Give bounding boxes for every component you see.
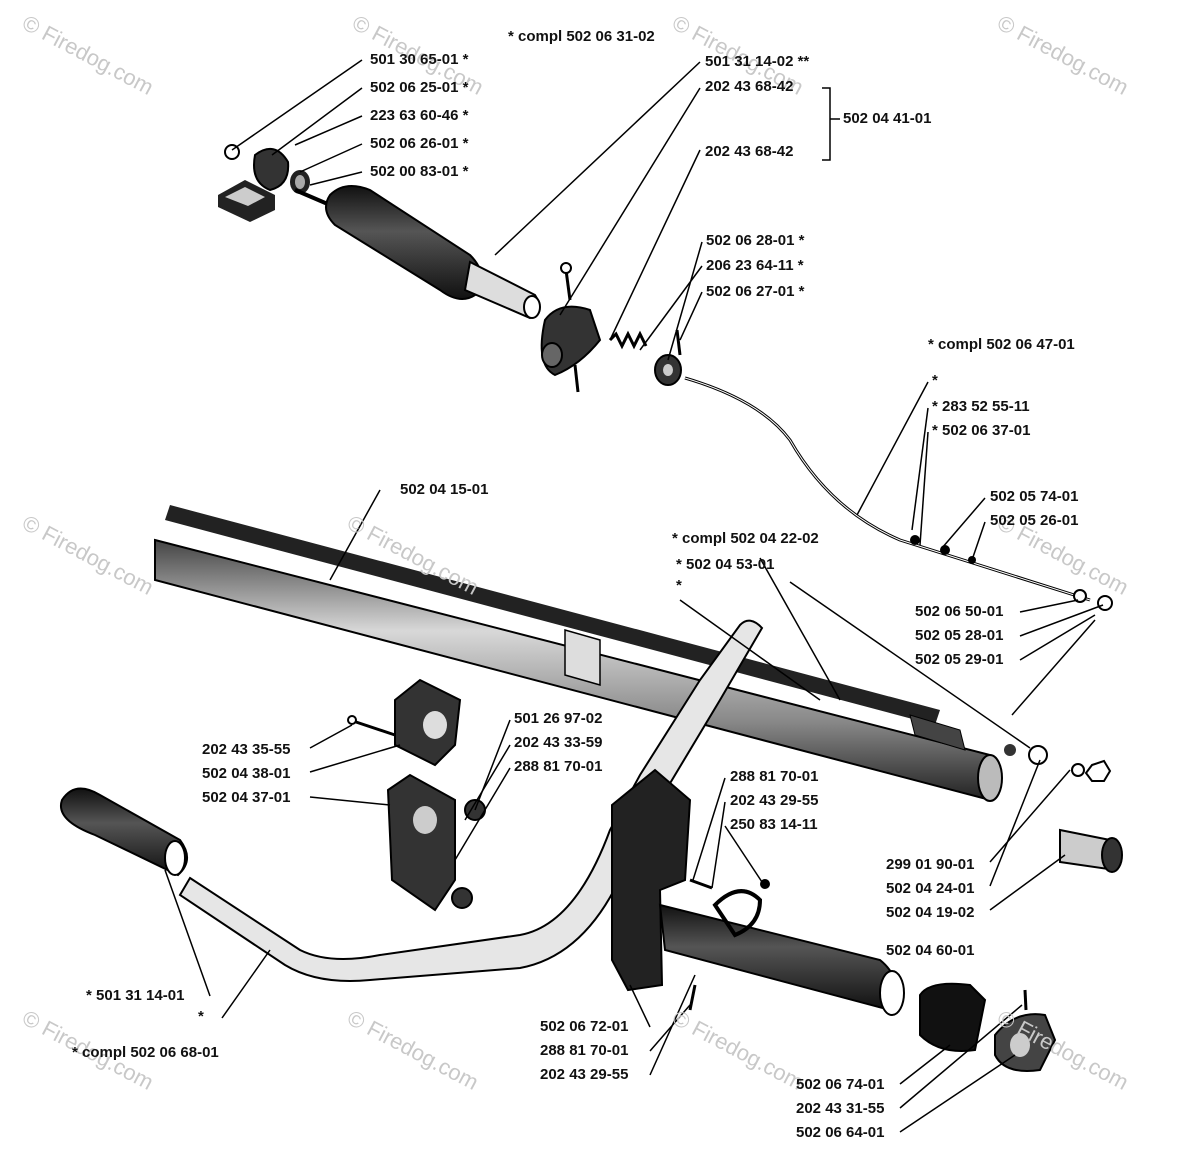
- end-cap: [919, 982, 1057, 1072]
- part-label: *: [932, 372, 938, 389]
- throttle-cable: [684, 376, 1113, 611]
- part-label: 502 04 37-01: [202, 789, 291, 806]
- part-label: 502 04 24-01: [886, 880, 975, 897]
- part-label: * 283 52 55-11: [932, 398, 1030, 415]
- control-handle: [611, 768, 905, 1016]
- part-label: 288 81 70-01: [514, 758, 603, 775]
- part-label: 501 26 97-02: [514, 710, 603, 727]
- part-label: 202 43 29-55: [540, 1066, 629, 1083]
- part-label: *: [676, 577, 682, 594]
- part-label: 502 05 28-01: [915, 627, 1004, 644]
- part-label: 502 05 74-01: [990, 488, 1079, 505]
- part-label: 502 06 25-01 *: [370, 79, 469, 96]
- part-label: 502 04 60-01: [886, 942, 975, 959]
- part-label: 502 06 74-01: [796, 1076, 885, 1093]
- part-label: 202 43 33-59: [514, 734, 603, 751]
- part-label: 502 06 64-01: [796, 1124, 885, 1141]
- part-label: 502 05 29-01: [915, 651, 1004, 668]
- part-label: * 501 31 14-01: [86, 987, 185, 1004]
- upper-handle-assembly: [218, 144, 541, 320]
- part-label: 288 81 70-01: [540, 1042, 629, 1059]
- part-label: * compl 502 06 68-01: [72, 1044, 219, 1061]
- part-label: 206 23 64-11 *: [706, 257, 804, 274]
- part-label: 501 30 65-01 *: [370, 51, 469, 68]
- part-label: 502 06 26-01 *: [370, 135, 469, 152]
- part-label: 502 04 19-02: [886, 904, 975, 921]
- part-label: 202 43 31-55: [796, 1100, 885, 1117]
- part-label: 202 43 35-55: [202, 741, 291, 758]
- part-label: * 502 06 37-01: [932, 422, 1031, 439]
- part-label: 502 04 41-01: [843, 110, 932, 127]
- part-label: *: [198, 1008, 204, 1025]
- part-label: 202 43 29-55: [730, 792, 819, 809]
- handle-clamp: [347, 678, 486, 912]
- part-label: 288 81 70-01: [730, 768, 819, 785]
- part-label: 202 43 68-42: [705, 143, 794, 160]
- leader-lines: [164, 59, 1104, 1133]
- part-label: 501 31 14-02 **: [705, 53, 810, 70]
- bushing: [1059, 828, 1123, 873]
- part-label: 502 00 83-01 *: [370, 163, 469, 180]
- part-label: 299 01 90-01: [886, 856, 975, 873]
- part-label: 202 43 68-42: [705, 78, 794, 95]
- part-label: 250 83 14-11: [730, 816, 818, 833]
- part-label: * compl 502 06 47-01: [928, 336, 1075, 353]
- throttle-parts: [540, 262, 682, 393]
- part-label: 502 06 27-01 *: [706, 283, 805, 300]
- part-label: * compl 502 06 31-02: [508, 28, 655, 45]
- part-label: 502 04 15-01: [400, 481, 489, 498]
- part-label: 502 06 50-01: [915, 603, 1004, 620]
- part-label: 502 06 28-01 *: [706, 232, 805, 249]
- part-label: 502 06 72-01: [540, 1018, 629, 1035]
- part-label: * 502 04 53-01: [676, 556, 775, 573]
- part-label: 502 04 38-01: [202, 765, 291, 782]
- part-label: 223 63 60-46 *: [370, 107, 469, 124]
- part-label: 502 05 26-01: [990, 512, 1079, 529]
- part-label: * compl 502 04 22-02: [672, 530, 819, 547]
